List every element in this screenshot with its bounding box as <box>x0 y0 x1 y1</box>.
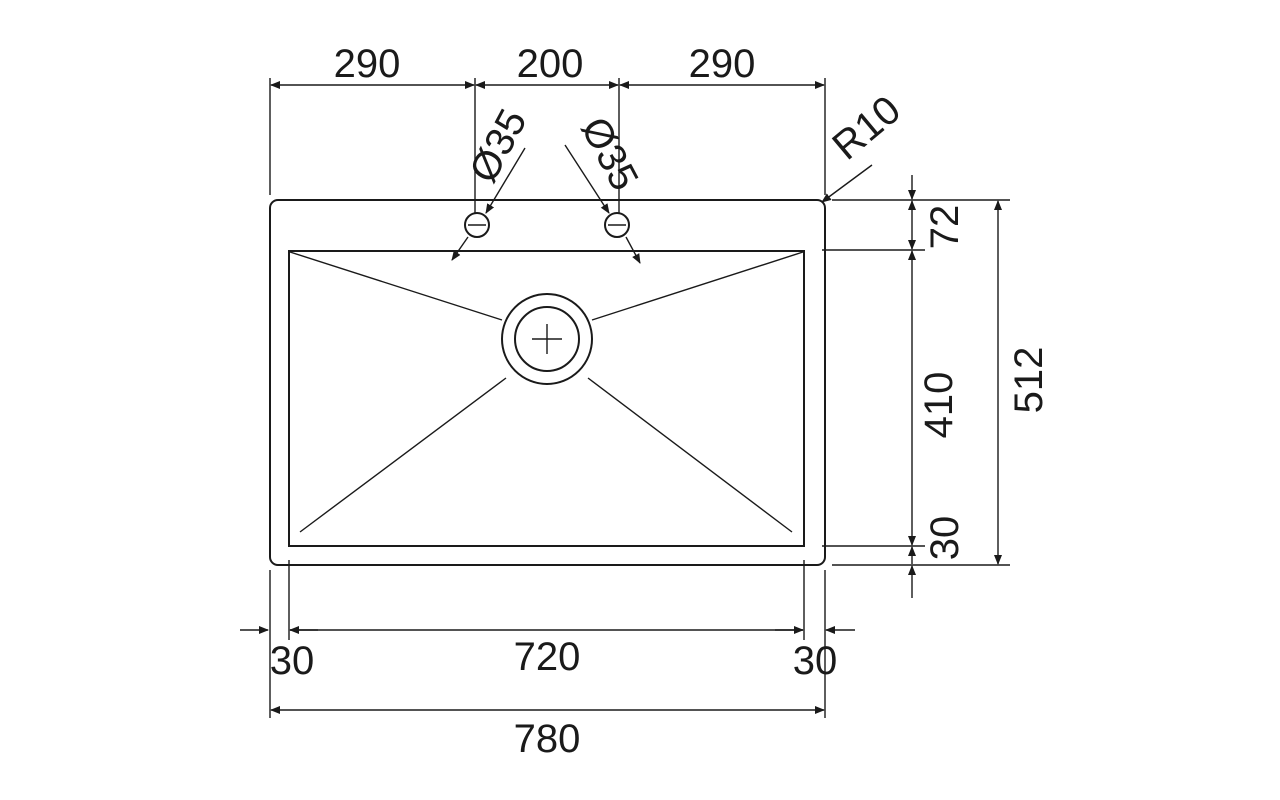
top-dimension-lines <box>269 78 826 213</box>
radius-label: R10 <box>824 88 909 169</box>
top-dim-right-label: 290 <box>689 42 756 86</box>
sink-outline <box>269 199 826 566</box>
bottom-dim-left-label: 30 <box>270 639 315 683</box>
top-dim-left-label: 290 <box>334 42 401 86</box>
right-dim-bottom-label: 30 <box>923 516 967 561</box>
top-dim-middle-label: 200 <box>517 42 584 86</box>
bowl-outline <box>288 250 805 547</box>
right-dimension-lines <box>822 175 1010 598</box>
right-dim-bowl-label: 410 <box>917 372 961 439</box>
bottom-dimension-lines <box>240 560 855 718</box>
right-dim-top-label: 72 <box>923 205 967 250</box>
bottom-dim-bowl-label: 720 <box>514 635 581 679</box>
drain-icon <box>501 293 593 385</box>
hole-leaders <box>451 144 641 264</box>
hole-label-right: Ø35 <box>572 110 646 197</box>
tap-hole-left <box>464 212 490 238</box>
right-dim-overall-label: 512 <box>1007 347 1051 414</box>
bowl-fold-lines <box>289 251 804 533</box>
bottom-dim-overall-label: 780 <box>514 717 581 761</box>
tap-hole-right <box>604 212 630 238</box>
hole-label-left: Ø35 <box>461 102 535 189</box>
radius-leader <box>821 164 873 203</box>
bottom-dim-right-label: 30 <box>793 639 838 683</box>
